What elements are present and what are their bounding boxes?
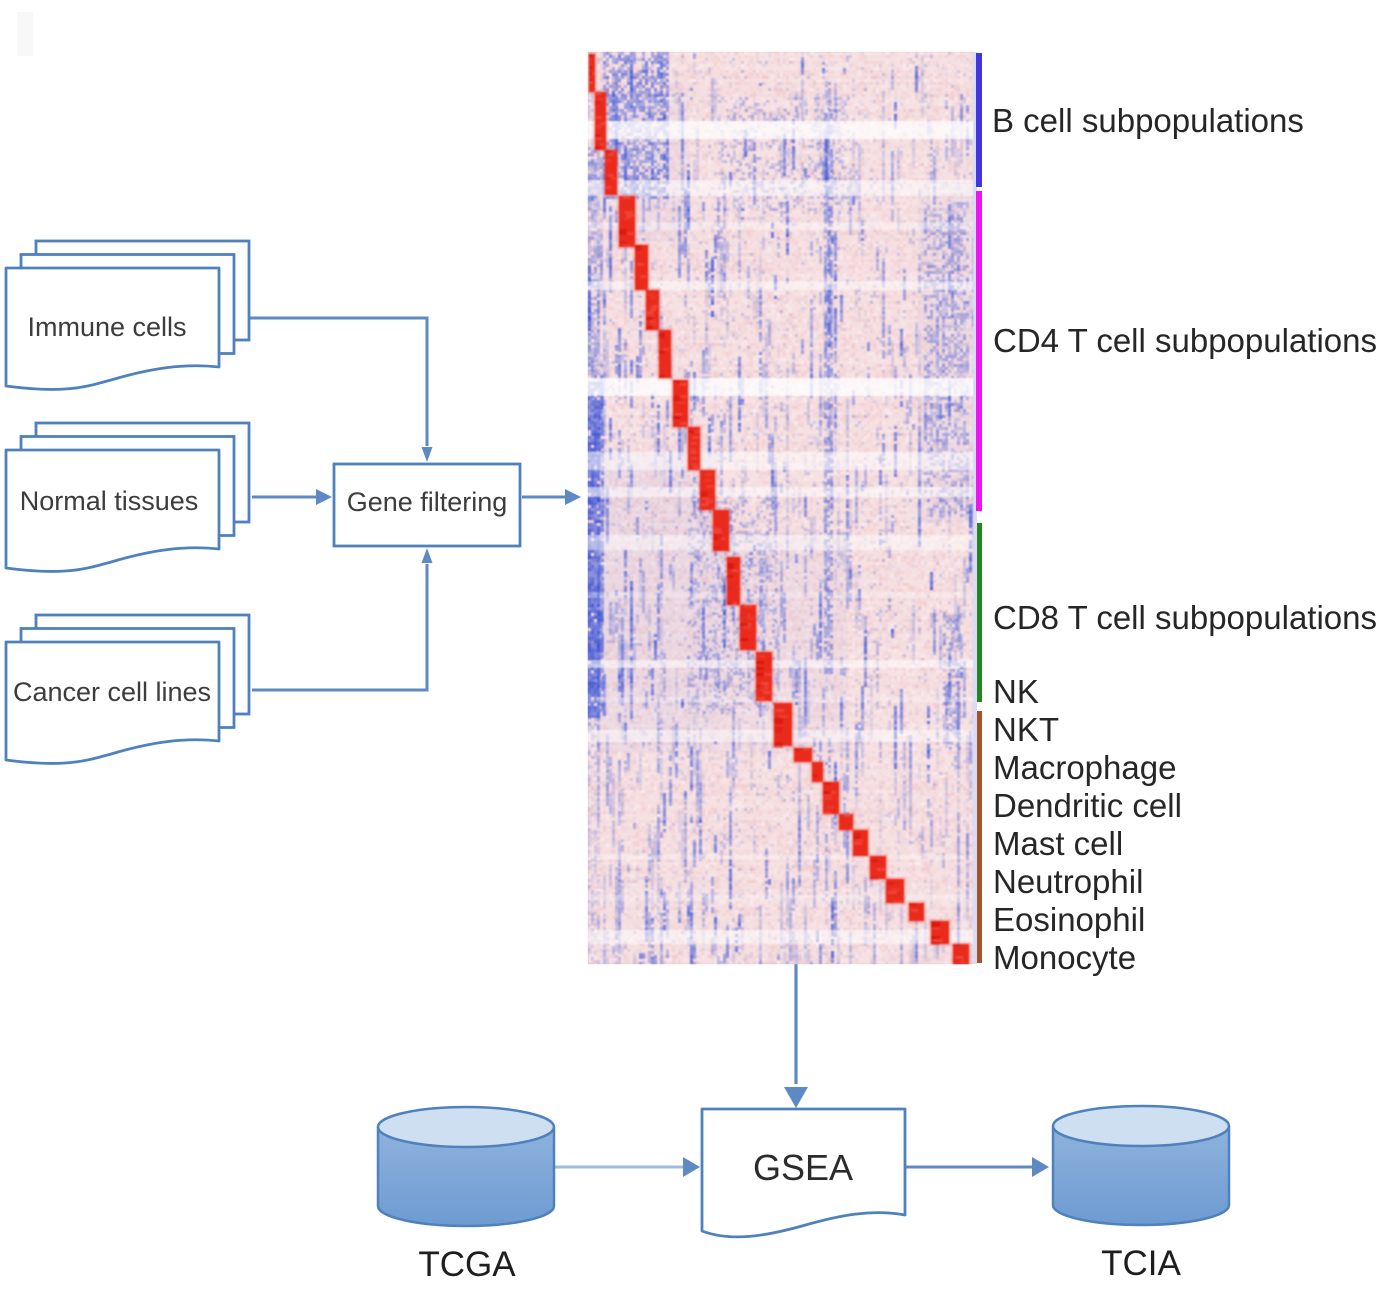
svg-text:Cancer cell lines: Cancer cell lines (13, 677, 211, 707)
svg-text:TCGA: TCGA (418, 1245, 516, 1284)
svg-text:CD4 T cell subpopulations: CD4 T cell subpopulations (993, 322, 1377, 359)
svg-text:Dendritic cell: Dendritic cell (993, 787, 1182, 824)
svg-text:Immune cells: Immune cells (27, 312, 186, 342)
svg-text:B cell subpopulations: B cell subpopulations (992, 102, 1304, 139)
svg-text:CD8 T cell subpopulations: CD8 T cell subpopulations (993, 599, 1377, 636)
svg-text:TCIA: TCIA (1101, 1244, 1181, 1283)
svg-text:NKT: NKT (993, 711, 1059, 748)
svg-text:Gene filtering: Gene filtering (347, 487, 508, 517)
svg-text:NK: NK (993, 673, 1039, 710)
svg-text:Mast cell: Mast cell (993, 825, 1123, 862)
svg-text:Monocyte: Monocyte (993, 939, 1136, 976)
svg-text:Neutrophil: Neutrophil (993, 863, 1143, 900)
svg-text:Normal tissues: Normal tissues (20, 486, 199, 516)
svg-text:Eosinophil: Eosinophil (993, 901, 1145, 938)
svg-text:Macrophage: Macrophage (993, 749, 1176, 786)
svg-text:GSEA: GSEA (753, 1147, 853, 1188)
